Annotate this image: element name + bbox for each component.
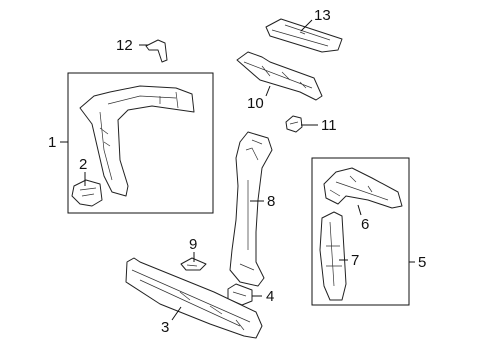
part-7 bbox=[319, 211, 347, 301]
callout-11: 11 bbox=[321, 117, 337, 134]
callout-7: 7 bbox=[351, 252, 359, 269]
part-9 bbox=[180, 257, 207, 271]
part-10 bbox=[236, 51, 323, 101]
part-3 bbox=[125, 257, 263, 339]
callout-5: 5 bbox=[418, 254, 426, 271]
group-box-5 bbox=[311, 157, 410, 306]
callout-4: 4 bbox=[266, 288, 274, 305]
callout-12: 12 bbox=[116, 37, 133, 54]
part-8 bbox=[229, 131, 273, 287]
callout-8: 8 bbox=[267, 193, 275, 210]
part-13 bbox=[265, 18, 343, 53]
callout-13: 13 bbox=[314, 7, 331, 24]
callout-10: 10 bbox=[247, 95, 264, 112]
part-12 bbox=[145, 39, 168, 63]
callout-9: 9 bbox=[189, 236, 197, 253]
part-1 bbox=[79, 85, 195, 197]
part-11 bbox=[285, 115, 303, 133]
leader-line-13 bbox=[300, 19, 313, 32]
group-box-1 bbox=[67, 72, 214, 214]
callout-1: 1 bbox=[48, 134, 56, 151]
callout-2: 2 bbox=[79, 156, 87, 173]
part-2 bbox=[71, 179, 103, 207]
leader-line-6 bbox=[357, 204, 362, 216]
callout-6: 6 bbox=[361, 216, 369, 233]
part-6 bbox=[323, 167, 403, 209]
leader-line-3 bbox=[171, 306, 182, 321]
leader-line-10 bbox=[265, 85, 271, 97]
callout-3: 3 bbox=[161, 319, 169, 336]
